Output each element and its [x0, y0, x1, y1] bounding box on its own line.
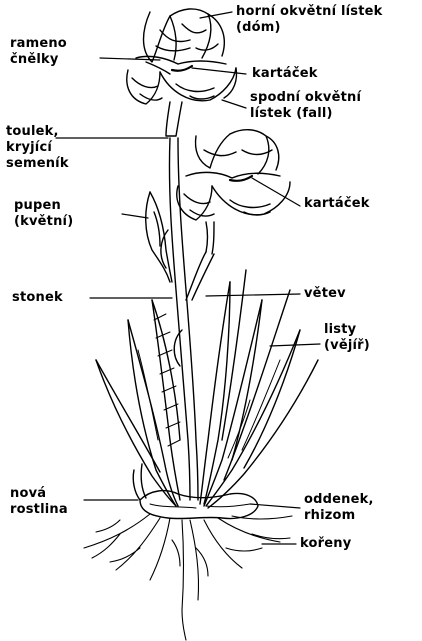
- label-line: lístek (fall): [250, 106, 361, 122]
- label-line: spodní okvětní: [250, 90, 361, 106]
- label-line: kartáček: [304, 196, 370, 212]
- label-line: (vějíř): [324, 338, 370, 354]
- label-line: (květní): [14, 214, 73, 230]
- label-horni-okvetni-listek: horní okvětní lístek (dóm): [236, 4, 382, 36]
- leader-rameno: [100, 58, 160, 60]
- label-stonek: stonek: [12, 290, 63, 306]
- label-line: toulek,: [6, 124, 69, 140]
- label-line: větev: [304, 286, 346, 302]
- label-spodni-okvetni-listek: spodní okvětní lístek (fall): [250, 90, 361, 122]
- label-line: oddenek,: [304, 492, 374, 508]
- roots: [84, 514, 292, 640]
- label-kartacek-top: kartáček: [252, 66, 318, 82]
- label-pupen: pupen (květní): [14, 198, 73, 230]
- label-line: kryjící: [6, 140, 69, 156]
- middle-flower: [177, 130, 290, 254]
- label-line: stonek: [12, 290, 63, 306]
- label-nova-rostlina: nová rostlina: [10, 486, 68, 518]
- label-line: kartáček: [252, 66, 318, 82]
- label-vetev: větev: [304, 286, 346, 302]
- label-listy: listy (vějíř): [324, 322, 370, 354]
- label-toulec: toulek, kryjící semeník: [6, 124, 69, 172]
- leaf-fan: [96, 270, 318, 508]
- label-koreny: kořeny: [300, 536, 351, 552]
- label-line: listy: [324, 322, 370, 338]
- leader-kartacek-top: [192, 68, 246, 74]
- leader-spodni: [222, 100, 246, 108]
- flower-bud: [146, 192, 172, 282]
- label-kartacek-mid: kartáček: [304, 196, 370, 212]
- label-line: čnělky: [10, 52, 67, 68]
- label-line: nová: [10, 486, 68, 502]
- label-line: kořeny: [300, 536, 351, 552]
- label-oddenek: oddenek, rhizom: [304, 492, 374, 524]
- label-line: semeník: [6, 156, 69, 172]
- label-line: (dóm): [236, 20, 382, 36]
- label-line: pupen: [14, 198, 73, 214]
- label-line: horní okvětní lístek: [236, 4, 382, 20]
- label-line: rameno: [10, 36, 67, 52]
- leader-pupen: [122, 214, 148, 218]
- leader-kartacek-mid: [252, 178, 300, 206]
- rhizome: [133, 464, 258, 519]
- top-flower: [127, 9, 237, 136]
- leader-vetev: [206, 294, 300, 296]
- label-line: rhizom: [304, 508, 374, 524]
- label-line: rostlina: [10, 502, 68, 518]
- label-rameno-cnelky: rameno čnělky: [10, 36, 67, 68]
